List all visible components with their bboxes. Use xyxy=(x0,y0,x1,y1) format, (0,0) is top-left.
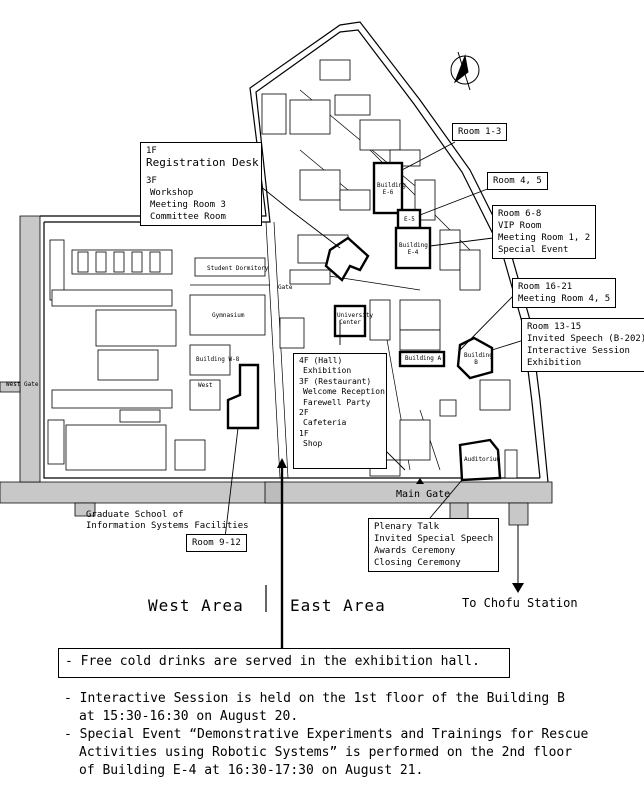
room-6-8-callout: Room 6-8 VIP Room Meeting Room 1, 2 Spec… xyxy=(492,205,597,259)
registration-line: Committee Room xyxy=(150,212,226,222)
building-b-label: Building B xyxy=(464,352,493,366)
main-gate-arrow-icon xyxy=(416,478,424,484)
auditorium-callout: Plenary Talk Invited Special Speech Awar… xyxy=(368,518,500,572)
note-line: - Special Event “Demonstrative Experimen… xyxy=(64,727,589,742)
auditorium-shape xyxy=(458,438,502,482)
room-4-5-callout: Room 4, 5 xyxy=(487,172,548,190)
room-9-12-building-shape xyxy=(226,363,260,430)
west-buildings xyxy=(47,239,266,471)
registration-callout: 1F Registration Desk 3F Workshop Meeting… xyxy=(140,142,262,226)
registration-building-shape xyxy=(324,236,370,282)
registration-floor1: 1F xyxy=(146,146,157,156)
drinks-notice: - Free cold drinks are served in the exh… xyxy=(58,648,510,678)
graduate-school-label: Graduate School of Information Systems F… xyxy=(86,510,249,531)
note-line: of Building E-4 at 16:30-17:30 on August… xyxy=(79,763,424,778)
exhibition-arrow-icon xyxy=(277,458,287,468)
building-a-label: Building A xyxy=(405,355,442,362)
building-w8-label: Building W-8 xyxy=(196,356,240,363)
north-arrow-icon xyxy=(450,51,480,91)
west-gate-label: West Gate xyxy=(6,381,39,388)
note-line: Activities using Robotic Systems” is per… xyxy=(79,745,573,760)
e5-label: E-5 xyxy=(404,216,415,223)
student-dormitory-label: Student Dormitory xyxy=(207,265,269,272)
room-9-12-callout: Room 9-12 xyxy=(186,534,247,552)
drinks-notice-text: - Free cold drinks are served in the exh… xyxy=(65,654,480,669)
gate-small-label: Gate xyxy=(278,284,293,291)
registration-desk: Registration Desk xyxy=(146,156,259,169)
west-area-label: West Area xyxy=(148,596,244,615)
auditorium-label: Auditorium xyxy=(464,456,501,463)
university-center-label: University Center xyxy=(337,312,374,326)
room-1-3-callout: Room 1-3 xyxy=(452,123,508,141)
registration-floor3: 3F xyxy=(146,176,157,186)
building-e6-shape xyxy=(372,161,404,215)
room-16-21-callout: Room 16-21 Meeting Room 4, 5 xyxy=(512,278,617,308)
to-chofu-label: To Chofu Station xyxy=(462,596,578,610)
note-line: - Interactive Session is held on the 1st… xyxy=(64,691,565,706)
note-line: at 15:30-16:30 on August 20. xyxy=(79,709,299,724)
main-gate-label: Main Gate xyxy=(396,489,451,500)
building-b-shape xyxy=(456,336,494,380)
registration-line: Meeting Room 3 xyxy=(150,200,226,210)
east-buildings xyxy=(261,59,518,479)
east-area-label: East Area xyxy=(290,596,386,615)
building-e6-label: Building E-6 xyxy=(377,182,406,196)
west-small-label: West xyxy=(198,382,213,389)
university-center-callout: 4F (Hall) Exhibition 3F (Restaurant) Wel… xyxy=(293,353,387,469)
building-e4-label: Building E-4 xyxy=(399,242,428,256)
room-13-15-callout: Room 13-15 Invited Speech (B-202) Intera… xyxy=(521,318,644,372)
gymnasium-label: Gymnasium xyxy=(212,312,245,319)
building-e4-shape xyxy=(394,226,432,270)
notes: - Interactive Session is held on the 1st… xyxy=(64,690,588,780)
chofu-arrow-icon xyxy=(512,583,524,593)
building-a-shape xyxy=(398,350,446,368)
registration-line: Workshop xyxy=(150,188,194,198)
